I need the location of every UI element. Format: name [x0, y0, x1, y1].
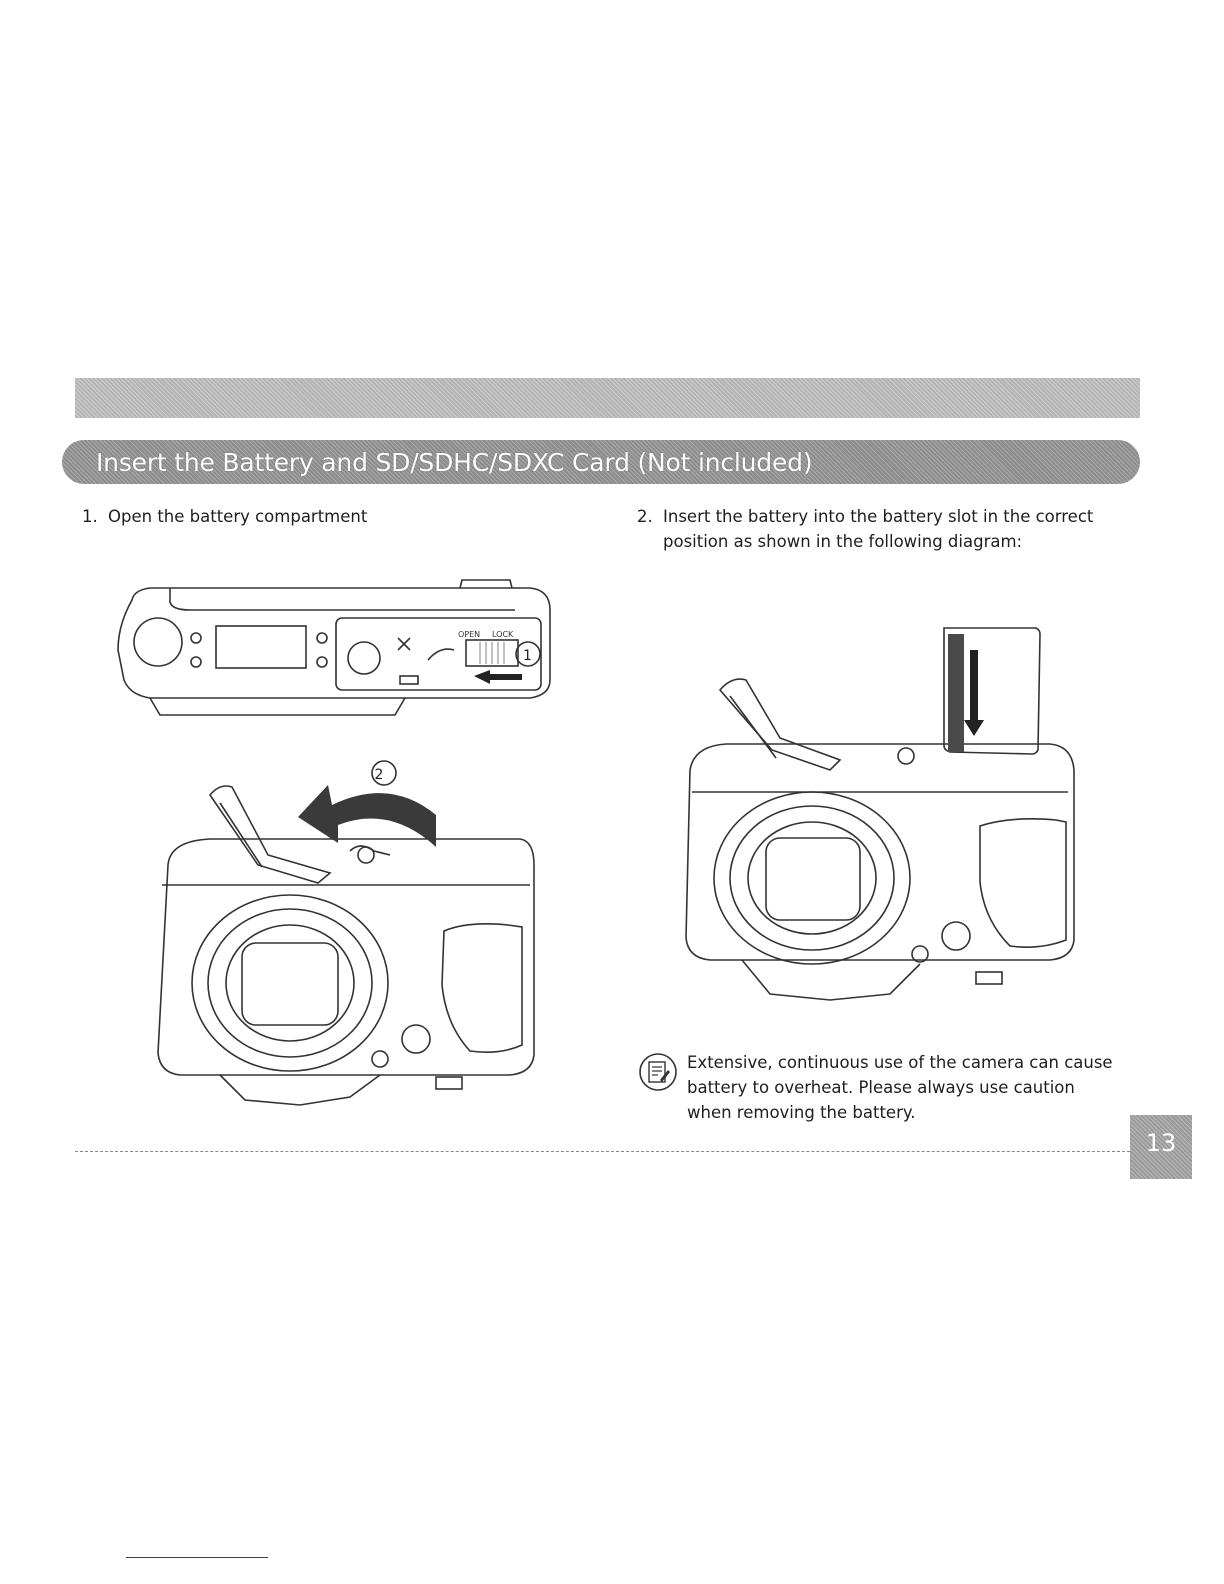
page-number: 13	[1145, 1129, 1177, 1157]
open-label: OPEN	[458, 630, 480, 639]
battery-insertion-illustration	[685, 627, 1075, 1001]
note-text: Extensive, continuous use of the camera …	[687, 1053, 1113, 1122]
callout-1: 1	[523, 648, 532, 664]
section-title: Insert the Battery and SD/SDHC/SDXC Card…	[96, 448, 813, 477]
step-2-number: 2.	[637, 507, 653, 526]
step-1-text: Open the battery compartment	[108, 507, 368, 526]
section-title-bar	[62, 440, 1140, 484]
header-decorative-band	[75, 378, 1140, 418]
camera-bottom-view-illustration: OPEN LOCK 1	[117, 579, 551, 716]
page-number-badge: 13	[1130, 1115, 1192, 1179]
step-1-number: 1.	[82, 507, 98, 526]
step-2: 2. Insert the battery into the battery s…	[637, 504, 1107, 564]
lock-label: LOCK	[492, 630, 514, 639]
camera-door-opening-illustration: 2	[157, 760, 535, 1106]
step-2-text: Insert the battery into the battery slot…	[663, 507, 1094, 551]
step-1: 1. Open the battery compartment	[82, 504, 562, 534]
bottom-divider	[75, 1151, 1130, 1152]
footer-line	[126, 1557, 268, 1558]
note-icon	[639, 1053, 677, 1091]
callout-2: 2	[375, 767, 384, 783]
